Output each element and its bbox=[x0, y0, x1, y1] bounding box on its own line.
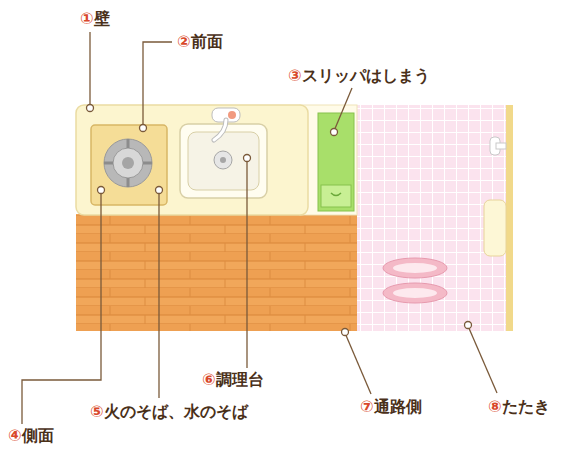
slippers bbox=[383, 258, 447, 303]
sink bbox=[180, 108, 267, 198]
callout-label: ③スリッパはしまう bbox=[286, 66, 432, 86]
callout-label: ⑤火のそば、水のそば bbox=[88, 402, 250, 422]
wood-floor bbox=[76, 214, 357, 331]
leader-dots bbox=[87, 105, 472, 336]
callout-label: ②前面 bbox=[175, 32, 225, 52]
leader-lines bbox=[22, 32, 497, 424]
callout-label: ⑥調理台 bbox=[200, 370, 266, 390]
door-box bbox=[484, 200, 506, 256]
wall-strip bbox=[506, 105, 513, 331]
callout-label: ④側面 bbox=[6, 426, 56, 446]
callout-label: ⑧たたき bbox=[486, 397, 552, 417]
kitchen-counter bbox=[76, 105, 308, 215]
gas-stove bbox=[91, 125, 167, 205]
callout-label: ⑦通路側 bbox=[358, 397, 424, 417]
callout-label: ①壁 bbox=[78, 9, 112, 29]
entrance-tile bbox=[357, 105, 507, 331]
door-handle bbox=[490, 137, 506, 155]
